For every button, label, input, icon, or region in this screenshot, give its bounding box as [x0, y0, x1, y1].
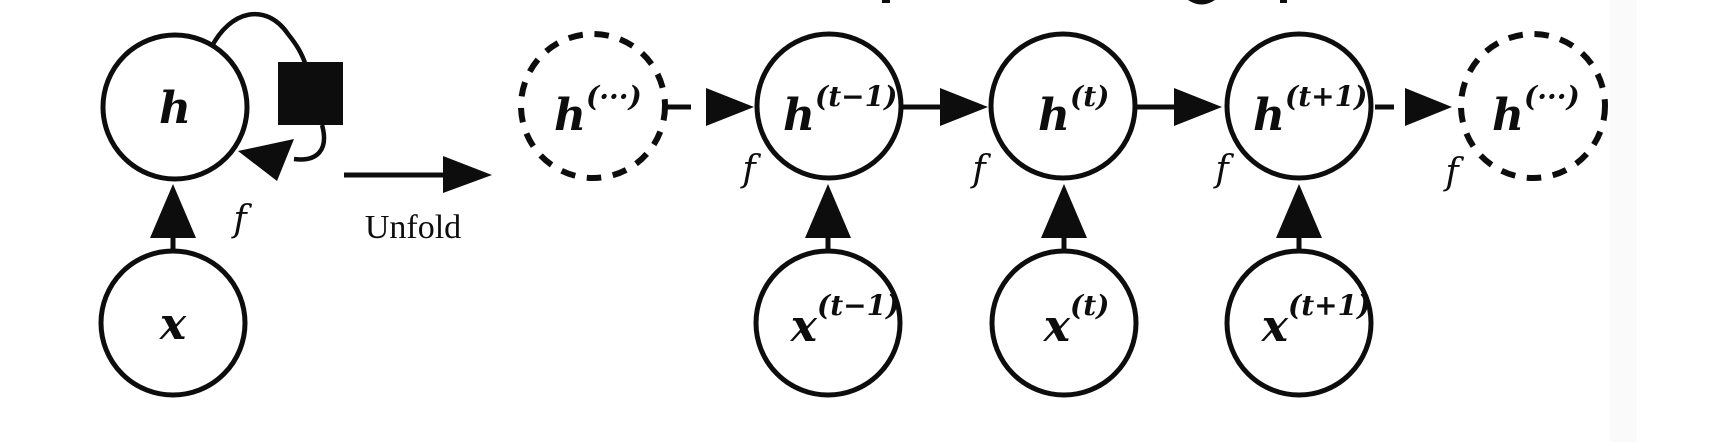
folded-h-label: h: [159, 83, 191, 134]
x-node-t: [989, 248, 1139, 398]
h-node-future-ellipsis: [1458, 31, 1608, 181]
h-node-t-minus-1: [754, 31, 904, 181]
unfolded-graph: h (···) h (t−1) f h (t) f h (t+1) f h (·…: [518, 31, 1608, 398]
h-node-t-plus-1-label: h: [1253, 90, 1285, 141]
edge-t-to-t-plus-1-arrowhead-icon: [1174, 88, 1222, 126]
cropped-text-fragment-3: [1280, 0, 1287, 3]
self-loop-lower-curve: [293, 124, 327, 162]
h-node-t-minus-1-label: h: [783, 90, 815, 141]
x-node-t-label: x: [1043, 301, 1071, 352]
self-loop-arrowhead-icon: [238, 139, 294, 181]
x-node-t-sup: (t): [1070, 289, 1109, 322]
x-node-t-minus-1-label: x: [790, 301, 818, 352]
unfold-arrow: Unfold: [344, 156, 492, 246]
x-node-t-minus-1: [753, 248, 903, 398]
folded-x-node: [98, 248, 248, 398]
h-node-t-sup: (t): [1070, 80, 1109, 113]
right-edge-band: [1610, 0, 1637, 442]
unfold-arrowhead-icon: [443, 156, 492, 193]
input-arrow-t-minus-1-arrowhead-icon: [805, 184, 851, 238]
h-node-t: [988, 31, 1138, 181]
folded-h-node: [100, 32, 250, 182]
x-node-t-minus-1-sup: (t−1): [817, 289, 899, 322]
edge-past-to-t-minus-1-arrowhead-icon: [706, 88, 754, 126]
edge-t-minus-1-to-t-arrowhead-icon: [940, 88, 988, 126]
self-loop-upper-curve: [208, 11, 309, 67]
cropped-text-fragment-1: [882, 0, 890, 3]
h-node-past-ellipsis-label: h: [554, 90, 586, 141]
recurrence-delay-square-icon: [278, 62, 343, 125]
h-node-future-ellipsis-sup: (···): [1524, 80, 1580, 113]
input-arrow-t-plus-1-arrowhead-icon: [1276, 184, 1322, 238]
input-arrow-t-arrowhead-icon: [1041, 184, 1087, 238]
h-node-t-plus-1-sup: (t+1): [1285, 80, 1367, 113]
folded-x-label: x: [159, 299, 187, 350]
unfold-label: Unfold: [365, 209, 461, 246]
h-node-past-ellipsis: [518, 31, 668, 181]
x-node-t-plus-1-sup: (t+1): [1288, 289, 1370, 322]
folded-graph: h f x: [98, 11, 343, 398]
edge-t-plus-1-to-future-arrowhead-icon: [1405, 88, 1452, 126]
x-node-t-plus-1-label: x: [1261, 301, 1289, 352]
h-node-t-plus-1: [1224, 31, 1374, 181]
h-node-future-ellipsis-label: h: [1492, 90, 1524, 141]
h-node-t-minus-1-sup: (t−1): [815, 80, 897, 113]
h-node-t-label: h: [1038, 90, 1070, 141]
h-node-past-ellipsis-sup: (···): [586, 80, 642, 113]
cropped-text-fragment-2: [1188, 0, 1215, 5]
x-node-t-plus-1: [1224, 248, 1374, 398]
folded-input-arrowhead-icon: [150, 184, 196, 238]
